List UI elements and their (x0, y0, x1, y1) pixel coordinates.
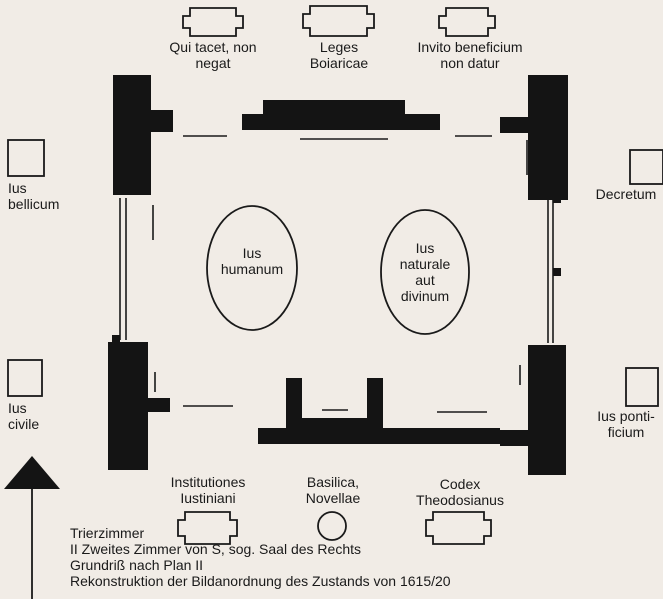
figure-caption: Trierzimmer II Zweites Zimmer von S, sog… (70, 525, 451, 589)
side-frames (7, 139, 663, 407)
label-decretum: Decretum (595, 186, 657, 202)
label-ius-pontificium: Ius ponti-ficium (597, 408, 655, 440)
wall-left-lower-return (148, 398, 170, 412)
frame-codex (425, 511, 492, 545)
wall-bottom (258, 428, 500, 444)
wall-top-center (263, 100, 405, 114)
bottom-frames (177, 511, 492, 545)
wall-right-lower (528, 345, 566, 475)
oval-ius-naturale (380, 209, 470, 335)
frame-ius-bellicum (7, 139, 45, 177)
frame-ius-civile (7, 359, 43, 397)
wall-left-lower (108, 342, 148, 470)
caption-line: Rekonstruktion der Bildanordnung des Zus… (70, 573, 451, 589)
label-basilica: Basilica,Novellae (305, 474, 361, 506)
wall-bottom-middle (302, 418, 367, 428)
pier-bottom-left (286, 378, 302, 428)
walls (108, 75, 568, 475)
frame-basilica (317, 511, 347, 541)
wall-left-upper (113, 75, 151, 195)
wall-top-lower (242, 114, 440, 130)
wall-right-upper-return (500, 117, 528, 133)
arrow-up-icon (4, 456, 60, 599)
frame-leges-boiaricae (302, 5, 375, 37)
caption-line: Trierzimmer (70, 525, 145, 541)
frame-invito-beneficium (438, 7, 496, 37)
frame-ius-pontificium (625, 367, 659, 407)
frame-decretum (629, 149, 663, 185)
caption-line: II Zweites Zimmer von S, sog. Saal des R… (70, 541, 361, 557)
top-frames (182, 5, 496, 37)
wall-left-upper-return (151, 110, 173, 132)
window-lines (119, 135, 554, 413)
oval-ius-humanum (206, 205, 298, 331)
frame-institutiones (177, 511, 238, 545)
caption-line: Grundriß nach Plan II (70, 557, 204, 573)
pier-bottom-right (367, 378, 383, 428)
wall-right-upper (528, 75, 568, 200)
window-markers (112, 195, 561, 343)
frame-qui-tacet (182, 7, 244, 37)
wall-right-lower-return (500, 430, 528, 446)
